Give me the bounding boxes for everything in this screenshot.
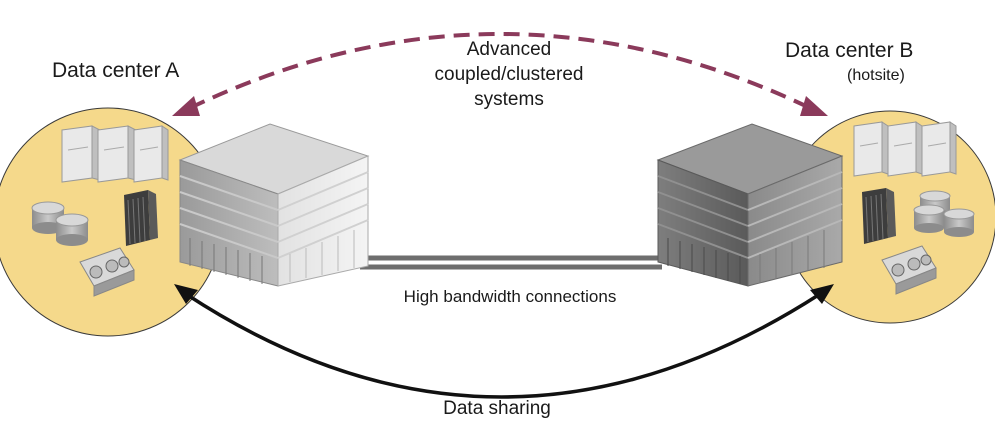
advanced-label-line3: systems <box>474 89 544 110</box>
data-sharing-label: Data sharing <box>443 398 551 419</box>
advanced-label-line2: coupled/clustered <box>435 64 584 85</box>
tape-library-icon <box>881 245 937 295</box>
storage-tower-icon <box>124 190 158 246</box>
bandwidth-label: High bandwidth connections <box>404 287 617 306</box>
hotsite-label: (hotsite) <box>847 67 905 84</box>
data-sharing-arrow <box>174 284 834 399</box>
coupled-systems-arrow <box>172 32 828 116</box>
data-center-a-building <box>178 123 370 287</box>
server-rack-icon <box>853 121 957 177</box>
disk-storage-icon <box>913 190 975 237</box>
data-center-a-label: Data center A <box>52 59 179 82</box>
server-rack-icon <box>61 125 169 183</box>
disk-storage-icon <box>31 201 89 246</box>
data-center-b-building <box>656 123 844 287</box>
tape-library-icon <box>79 247 135 297</box>
storage-tower-icon <box>862 188 896 244</box>
high-bandwidth-connection-lines <box>360 255 662 270</box>
advanced-label-line1: Advanced <box>467 39 552 60</box>
data-center-b-label: Data center B <box>785 39 913 62</box>
